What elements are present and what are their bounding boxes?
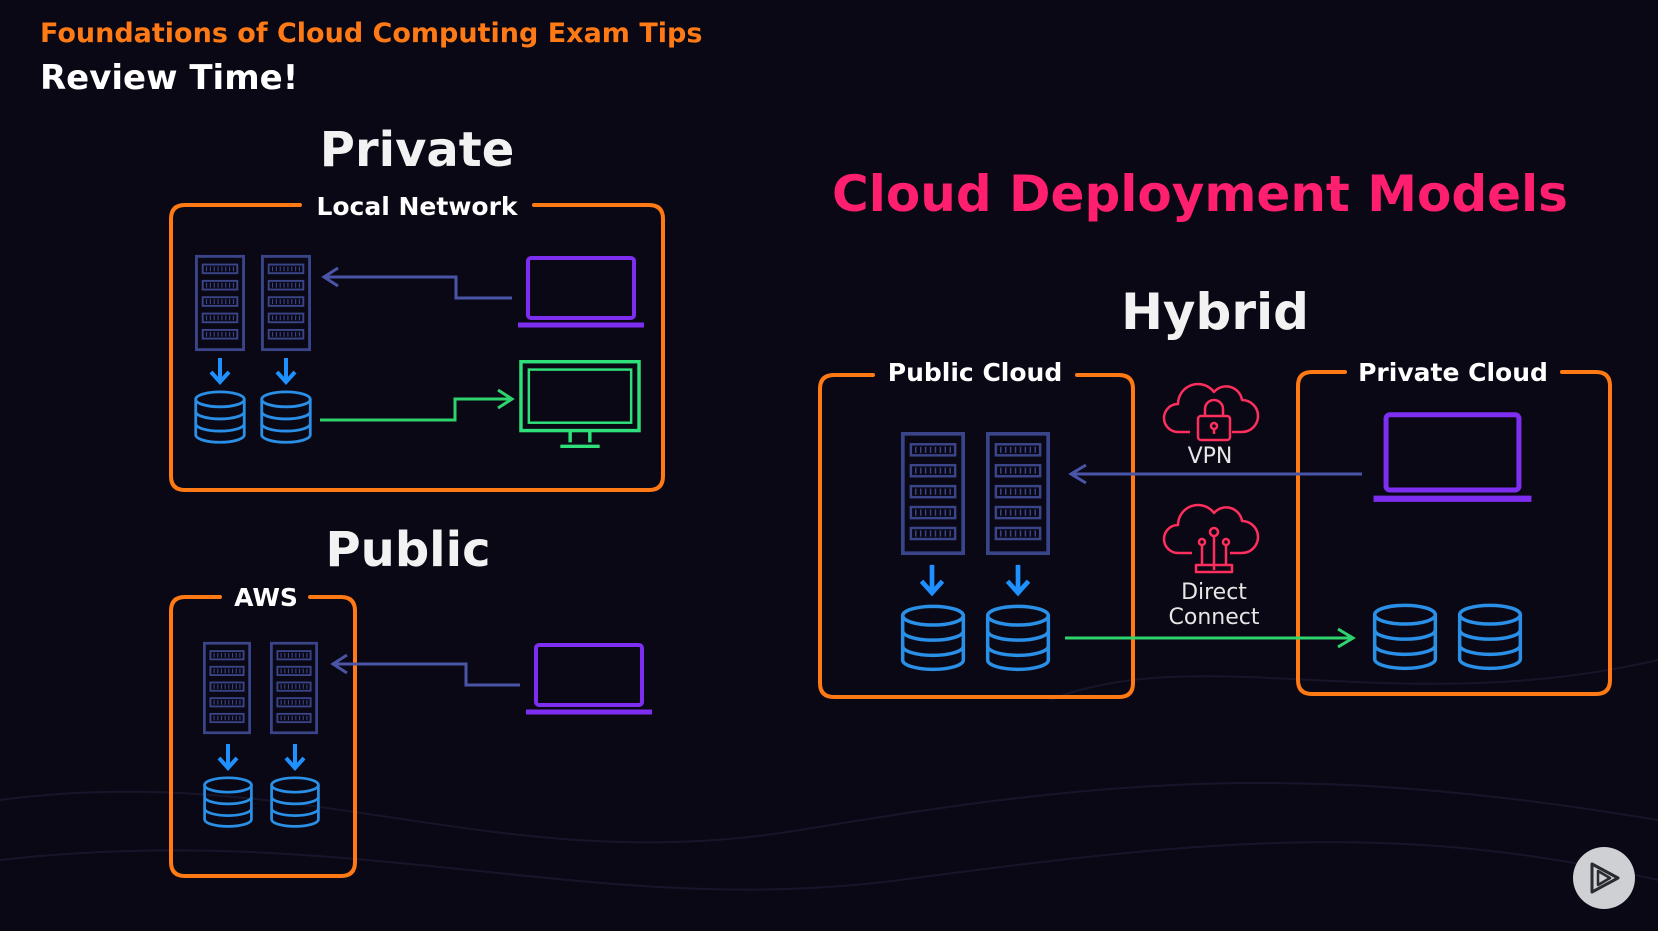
- database-icon: [1457, 603, 1523, 671]
- play-icon: [1590, 862, 1620, 894]
- arrow-vpn: [1068, 463, 1362, 485]
- slide-title: Review Time!: [40, 58, 299, 98]
- public-cloud-box: [818, 373, 1135, 699]
- down-arrow-icon: [275, 356, 297, 384]
- server-icon: [901, 431, 965, 556]
- database-icon: [985, 604, 1051, 672]
- database-icon: [900, 604, 966, 672]
- public-heading: Public: [325, 522, 491, 578]
- arrow-laptop-to-aws: [330, 653, 520, 687]
- arrow-direct-connect: [1065, 627, 1356, 649]
- down-arrow-icon: [284, 742, 306, 770]
- server-icon: [203, 641, 251, 735]
- laptop-icon: [526, 645, 652, 712]
- hybrid-heading: Hybrid: [1121, 283, 1309, 341]
- cloud-lock-icon: [1162, 382, 1260, 442]
- private-diagram: [169, 203, 665, 492]
- aws-label: AWS: [224, 583, 308, 612]
- database-icon: [203, 776, 253, 828]
- private-cloud-box: [1296, 370, 1612, 696]
- page-title: Cloud Deployment Models: [832, 165, 1568, 223]
- server-icon: [986, 431, 1050, 556]
- hybrid-diagram: [818, 370, 1612, 699]
- local-network-box: [169, 203, 665, 492]
- arrow-laptop-to-server: [321, 266, 512, 300]
- laptop-icon: [518, 258, 644, 325]
- down-arrow-icon: [209, 356, 231, 384]
- down-arrow-icon: [922, 565, 943, 593]
- background-decoration: [0, 659, 1658, 891]
- private-cloud-label: Private Cloud: [1348, 358, 1558, 387]
- cloud-network-icon: [1162, 503, 1260, 574]
- monitor-icon: [519, 359, 641, 449]
- database-icon: [270, 776, 320, 828]
- laptop-icon: [1374, 415, 1532, 499]
- private-heading: Private: [319, 122, 515, 178]
- database-icon: [260, 390, 312, 444]
- course-title: Foundations of Cloud Computing Exam Tips: [40, 18, 703, 49]
- public-cloud-label: Public Cloud: [877, 358, 1073, 387]
- aws-box: [169, 595, 357, 878]
- arrow-database-to-monitor: [320, 388, 515, 422]
- vpn-label: VPN: [1187, 444, 1233, 469]
- down-arrow-icon: [217, 742, 239, 770]
- server-icon: [261, 254, 311, 352]
- database-icon: [194, 390, 246, 444]
- play-button[interactable]: [1573, 847, 1635, 909]
- public-diagram: [169, 595, 652, 878]
- direct-connect-label: Direct Connect: [1168, 580, 1260, 630]
- local-network-label: Local Network: [306, 192, 528, 221]
- database-icon: [1372, 603, 1438, 671]
- down-arrow-icon: [1008, 565, 1029, 593]
- server-icon: [270, 641, 318, 735]
- server-icon: [195, 254, 245, 352]
